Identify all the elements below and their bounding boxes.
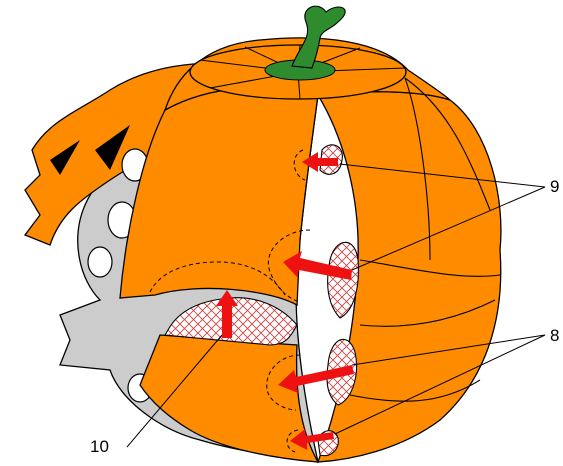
seed-shape xyxy=(88,247,112,277)
label-8: 8 xyxy=(550,326,559,345)
pumpkin-shell-lower-left xyxy=(140,335,318,462)
label-9: 9 xyxy=(550,177,559,196)
label-10: 10 xyxy=(90,437,109,456)
